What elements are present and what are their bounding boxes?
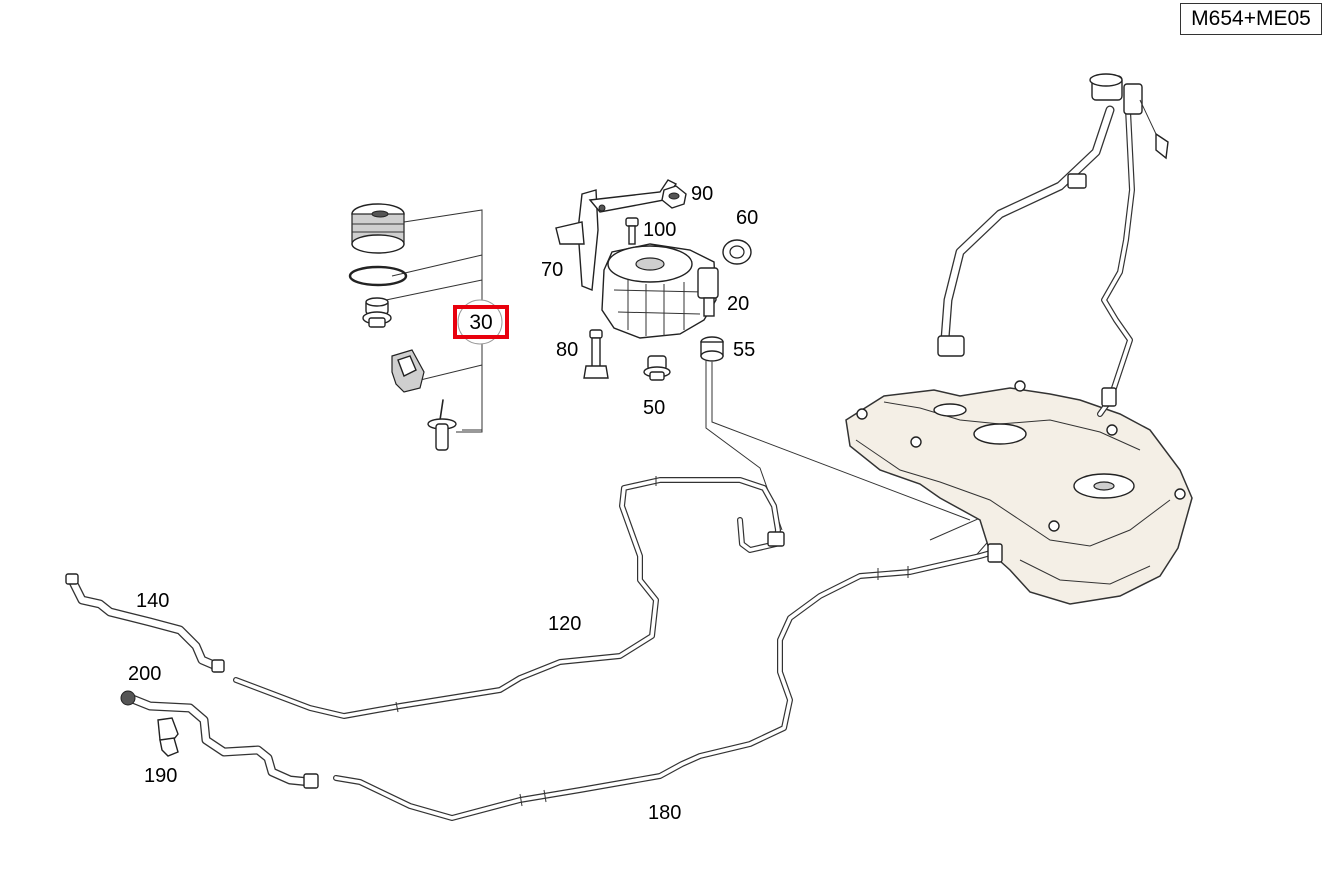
spacer-sleeve[interactable] bbox=[700, 336, 724, 362]
callout-50[interactable]: 50 bbox=[643, 397, 665, 419]
fuel-hose-200[interactable] bbox=[120, 690, 319, 789]
callout-190[interactable]: 190 bbox=[144, 765, 177, 787]
small-bolt[interactable] bbox=[625, 217, 639, 245]
callout-30-circle bbox=[457, 299, 503, 345]
o-ring[interactable] bbox=[348, 265, 408, 287]
drain-plug[interactable] bbox=[362, 297, 392, 328]
model-code-label: M654+ME05 bbox=[1180, 3, 1322, 35]
sealing-washer[interactable] bbox=[722, 239, 752, 265]
callout-20[interactable]: 20 bbox=[727, 293, 749, 315]
fuel-tank-body bbox=[845, 387, 1193, 605]
callout-180[interactable]: 180 bbox=[648, 802, 681, 824]
quick-connector bbox=[120, 690, 136, 706]
long-bolt[interactable] bbox=[583, 329, 609, 379]
callout-30-highlight bbox=[453, 305, 509, 339]
fuel-hose-140[interactable] bbox=[65, 573, 225, 673]
filter-insert-group: 30 bbox=[348, 203, 509, 451]
callout-90[interactable]: 90 bbox=[691, 183, 713, 205]
callout-120[interactable]: 120 bbox=[548, 613, 581, 635]
filler-neck[interactable] bbox=[937, 73, 1169, 417]
mounting-bracket[interactable] bbox=[555, 179, 678, 291]
callout-140[interactable]: 140 bbox=[136, 590, 169, 612]
leader-line-housing-to-tank bbox=[711, 362, 971, 521]
retaining-clip[interactable] bbox=[391, 349, 425, 393]
filter-housing-body[interactable] bbox=[601, 243, 719, 339]
callout-200[interactable]: 200 bbox=[128, 663, 161, 685]
callout-80[interactable]: 80 bbox=[556, 339, 578, 361]
callout-100[interactable]: 100 bbox=[643, 219, 676, 241]
callout-30[interactable]: 30 bbox=[469, 311, 492, 334]
hose-clamp[interactable] bbox=[157, 717, 179, 757]
fuel-filter-housing bbox=[555, 179, 752, 381]
callout-70[interactable]: 70 bbox=[541, 259, 563, 281]
callout-55[interactable]: 55 bbox=[733, 339, 755, 361]
fuel-tank[interactable] bbox=[845, 380, 1193, 605]
housing-plug[interactable] bbox=[643, 355, 671, 381]
callout-60[interactable]: 60 bbox=[736, 207, 758, 229]
sensor-pin[interactable] bbox=[427, 399, 457, 451]
nut[interactable] bbox=[661, 185, 687, 209]
fuel-line-180[interactable] bbox=[333, 543, 1003, 821]
filter-element[interactable] bbox=[351, 203, 405, 254]
fuel-line-120[interactable] bbox=[233, 476, 785, 719]
